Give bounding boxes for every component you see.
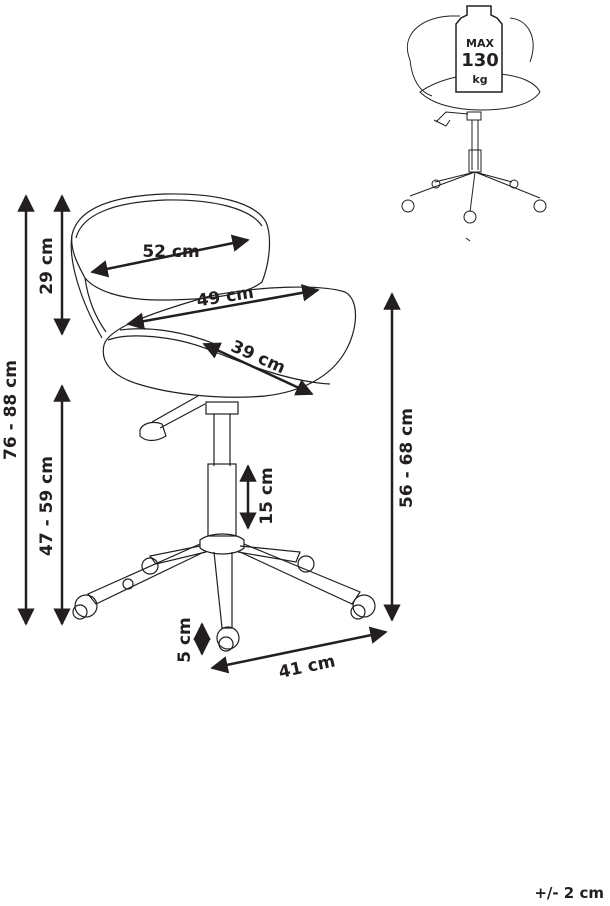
back-height-label: 29 cm [37,237,57,294]
tolerance-note: +/- 2 cm [534,884,604,902]
back-width-label: 52 cm [142,242,199,262]
seat-height-right-label: 56 - 68 cm [397,408,417,508]
seat-depth-label: 39 cm [228,337,289,379]
gas-cylinder [207,463,237,537]
total-height-label: 76 - 88 cm [1,360,21,460]
chair-drawing [70,193,376,652]
seat-height-left-label: 47 - 59 cm [37,456,57,556]
max-label: MAX [466,37,494,50]
seat-width-label: 49 cm [195,283,255,312]
dimension-lines [17,194,401,674]
backrest [71,193,271,301]
gas-lift-label: 15 cm [257,467,277,524]
max-weight-value: 130 [461,50,499,71]
weight-icon: MAX 130 kg [455,5,503,93]
max-weight-unit: kg [472,73,487,86]
base-label: 41 cm [277,651,337,682]
caster-label: 5 cm [175,617,195,663]
